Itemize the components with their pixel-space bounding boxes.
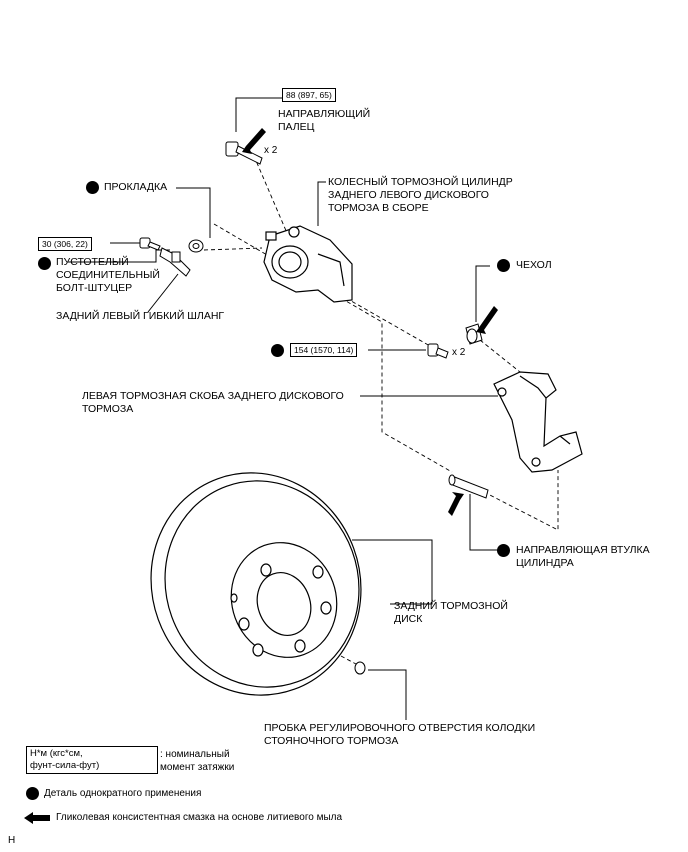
brake-cylinder-part [263,225,353,303]
grease-arrow-icon [476,306,498,334]
leader-plug [368,669,407,720]
union-bolt-part [139,237,161,251]
leader-disc [352,539,433,605]
legend-non-reusable-text: Деталь однократного применения [44,788,202,799]
label-hole-plug: ПРОБКА РЕГУЛИРОВОЧНОГО ОТВЕРСТИЯ КОЛОДКИ… [264,722,536,747]
gasket-part [188,239,204,253]
qty-guide-pin: x 2 [264,145,278,156]
hole-plug-part [354,661,366,675]
cylinder-bushing-part [448,474,489,499]
legend-grease-text: Гликолевая консистентная смазка на основ… [56,812,343,823]
leader-bushing [469,494,508,551]
legend-unit-box: Н*м (кгс*см,фунт-сила-фут) [26,746,158,774]
label-gasket: ПРОКЛАДКА [104,181,168,193]
non-reusable-dot-icon [497,544,510,557]
qty-bracket-bolt: x 2 [452,347,466,358]
non-reusable-dot-icon [497,259,510,272]
leader-hose [147,273,179,313]
corner-mark: H [8,835,16,846]
non-reusable-dot-icon [86,181,99,194]
leader-boot [475,265,490,322]
leader-cylinder [317,181,326,226]
non-reusable-dot-icon [38,257,51,270]
label-boot: ЧЕХОЛ [516,259,552,271]
flexible-hose-part [159,247,191,277]
grease-arrow-icon [448,492,464,516]
legend-non-reusable-dot-icon [26,787,39,800]
caliper-bracket-part [493,371,583,473]
brake-disc-part [150,472,362,696]
non-reusable-dot-icon [271,344,284,357]
guide-pin-part [225,141,263,165]
torque-box-guide-pin: 88 (897, 65) [282,88,336,102]
leader-guide-pin [235,97,282,132]
bracket-bolt-part [427,343,449,359]
leader-gasket [176,187,211,238]
torque-box-union-bolt: 30 (306, 22) [38,237,92,251]
torque-box-bracket-bolt: 154 (1570, 114) [290,343,358,357]
grease-arrow-icon [242,128,266,154]
label-flexible-hose: ЗАДНИЙ ЛЕВЫЙ ГИБКИЙ ШЛАНГ [56,310,225,322]
legend-grease-arrow-icon [24,812,50,824]
